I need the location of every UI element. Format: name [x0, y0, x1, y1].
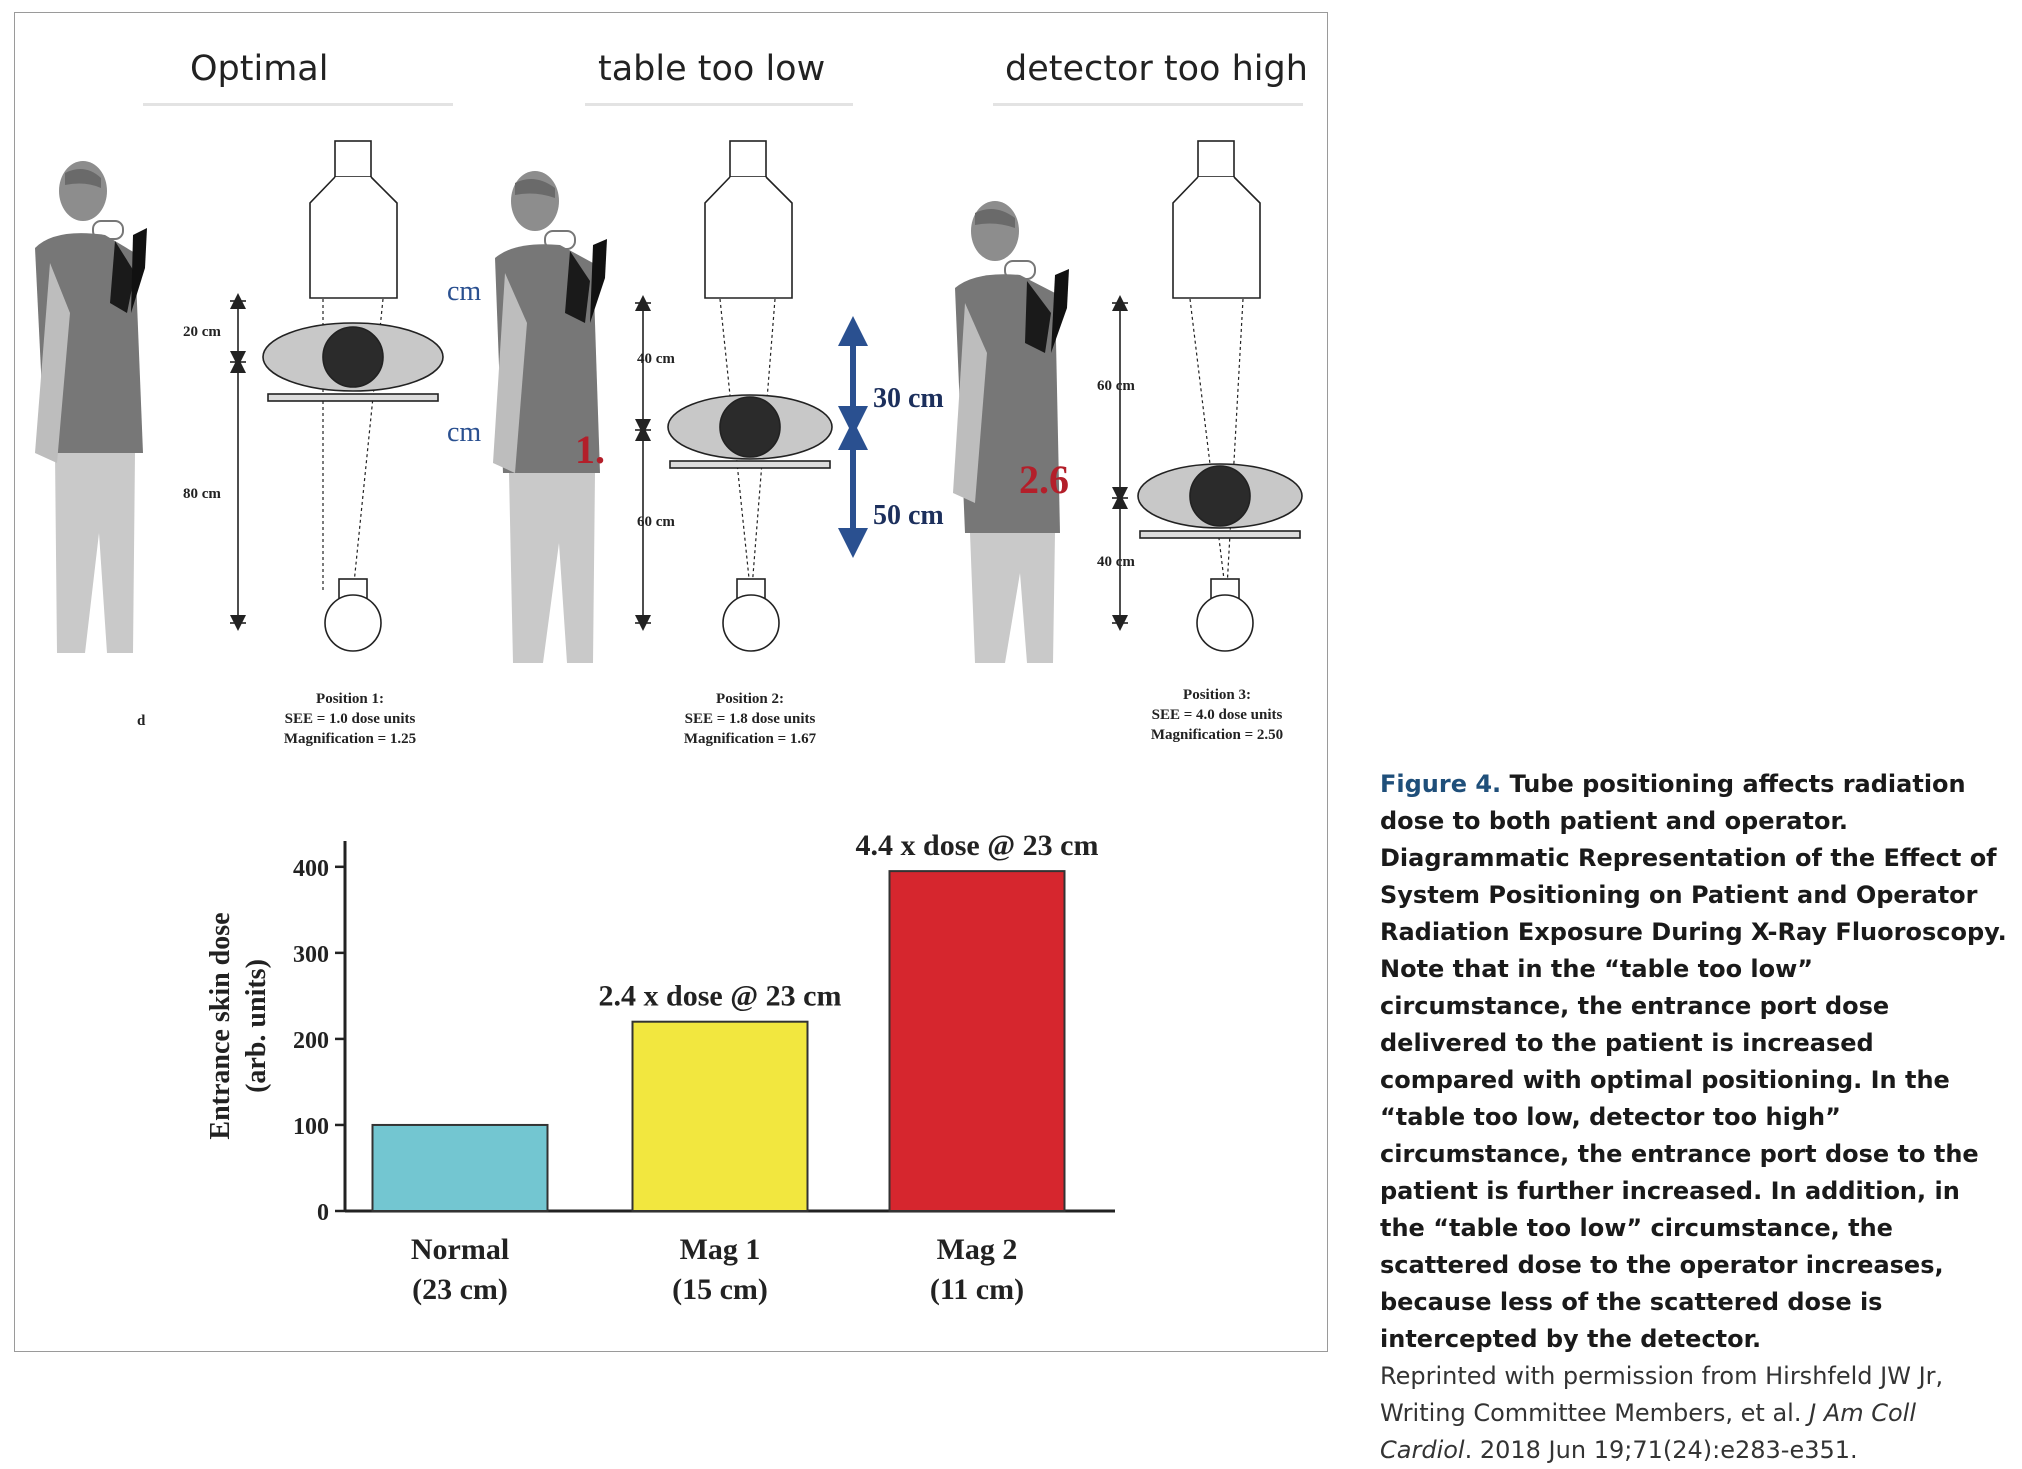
dist-label-upper-1: 20 cm [183, 324, 221, 340]
dist-label-upper-3: 60 cm [1097, 378, 1135, 394]
position-3-caption: Position 3: SEE = 4.0 dose units Magnifi… [1087, 685, 1327, 745]
x-category-label: (15 cm) [672, 1273, 768, 1306]
figure-panel: Optimal table too low detector too high [14, 12, 1328, 1352]
y-axis-label: (arb. units) [241, 959, 272, 1093]
red-fragment-1: 1. [575, 427, 605, 472]
bar-3 [888, 870, 1066, 1212]
heading-rule [585, 103, 853, 106]
y-tick-label: 300 [293, 942, 329, 968]
x-category-label: Mag 2 [937, 1233, 1018, 1266]
y-tick-label: 100 [293, 1114, 329, 1140]
position-3-magnification: Magnification = 2.50 [1150, 727, 1284, 743]
bar-annotation: 2.4 x dose @ 23 cm [599, 980, 842, 1013]
x-category-label: (11 cm) [930, 1273, 1024, 1306]
dist-label-lower-2: 60 cm [637, 514, 675, 530]
operator-silhouette-2 [493, 171, 607, 663]
dist-label-lower-3: 40 cm [1097, 554, 1135, 570]
position-2-magnification: Magnification = 1.67 [683, 731, 817, 747]
caption-label: Figure 4. [1380, 770, 1502, 798]
heading-detector-too-high: detector too high [1005, 49, 1308, 89]
heading-rule [993, 103, 1303, 106]
position-2-title: Position 2: [716, 691, 784, 707]
heading-table-too-low: table too low [598, 49, 826, 89]
caption-body: Tube positioning affects radiation dose … [1380, 770, 2007, 1353]
position-1-see: SEE = 1.0 dose units [284, 711, 416, 727]
position-1-title: Position 1: [316, 691, 384, 707]
y-axis-label: Entrance skin dose [205, 912, 236, 1139]
blue-label-30cm: 30 cm [873, 383, 944, 414]
position-3-see: SEE = 4.0 dose units [1151, 707, 1283, 723]
diagram-detector-too-high [1112, 140, 1303, 652]
bar-2 [631, 1020, 809, 1213]
x-category-label: Mag 1 [680, 1233, 761, 1266]
figure-caption: Figure 4. Tube positioning affects radia… [1380, 766, 2010, 1469]
operator-silhouette-1 [35, 161, 147, 653]
bar-annotation: 4.4 x dose @ 23 cm [856, 829, 1099, 862]
x-category-label: Normal [411, 1233, 509, 1266]
heading-optimal: Optimal [190, 49, 329, 89]
bar-1 [371, 1123, 549, 1212]
cm-fragment-bottom: cm [447, 417, 481, 448]
dist-label-lower-1: 80 cm [183, 486, 221, 502]
y-tick-label: 200 [293, 1028, 329, 1054]
position-1-magnification: Magnification = 1.25 [283, 731, 417, 747]
heading-rule [143, 103, 453, 106]
y-tick-label: 400 [293, 856, 329, 882]
position-3-title: Position 3: [1183, 687, 1251, 703]
caption-citation: . 2018 Jun 19;71(24):e283-e351. [1464, 1436, 1858, 1464]
diagram-table-too-low [635, 140, 833, 652]
position-2-caption: Position 2: SEE = 1.8 dose units Magnifi… [620, 689, 880, 749]
x-category-label: (23 cm) [412, 1273, 508, 1306]
y-tick-label: 0 [317, 1200, 329, 1226]
cm-fragment-top: cm [447, 276, 481, 307]
dist-label-upper-2: 40 cm [637, 351, 675, 367]
tiny-fragment-d: d [137, 713, 146, 729]
red-fragment-2-6: 2.6 [1019, 457, 1069, 502]
blue-label-50cm: 50 cm [873, 500, 944, 531]
position-2-see: SEE = 1.8 dose units [684, 711, 816, 727]
diagram-optimal [230, 140, 444, 652]
positioning-diagram: 20 cm 80 cm 40 cm 60 cm 60 cm 40 cm d cm… [35, 140, 1303, 729]
operator-silhouette-3 [953, 201, 1069, 663]
position-1-caption: Position 1: SEE = 1.0 dose units Magnifi… [220, 689, 480, 749]
